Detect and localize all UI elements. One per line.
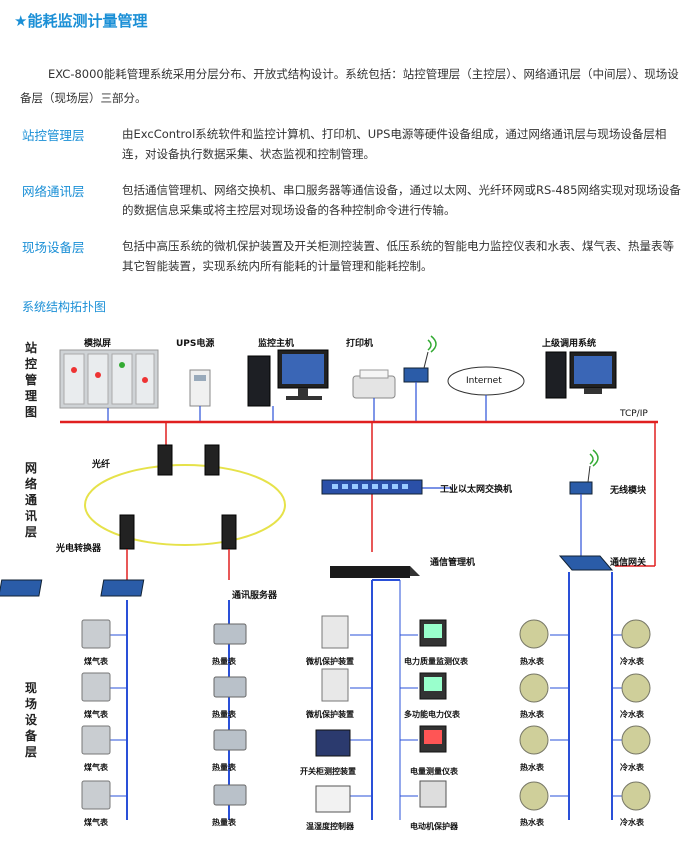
dev-heat-4: 热量表 xyxy=(212,818,236,827)
label-printer: 打印机 xyxy=(346,339,374,349)
station-links xyxy=(107,382,487,422)
label-ups: UPS电源 xyxy=(176,339,215,349)
gas-meters xyxy=(81,619,111,810)
dev-gas-4: 煤气表 xyxy=(84,818,108,827)
hot-water-meters xyxy=(519,619,549,811)
star-icon: ★ xyxy=(14,12,28,30)
label-gateway: 通信网关 xyxy=(610,558,647,568)
dev-gas-3: 煤气表 xyxy=(84,763,108,772)
ethernet-switch-image xyxy=(321,479,423,495)
label-wireless: 无线模块 xyxy=(610,486,647,496)
dev-power-quality: 电力质量监测仪表 xyxy=(404,657,468,666)
cold-water-meters xyxy=(621,619,651,811)
heat-meters xyxy=(213,623,247,806)
layer-name-station: 站控管理层 xyxy=(22,128,85,143)
protection-devices xyxy=(315,615,351,813)
upper-system-image xyxy=(545,351,617,399)
serial-server-right xyxy=(100,579,145,597)
dev-hot-water-4: 热水表 xyxy=(520,818,544,827)
label-comm-manager: 通信管理机 xyxy=(430,558,476,568)
gateway-image xyxy=(558,555,614,571)
sim-screen-image xyxy=(59,349,159,409)
converter-top-left xyxy=(157,444,173,476)
side-label-station: 站控管理图 xyxy=(24,341,37,419)
label-fiber: 光纤 xyxy=(92,460,111,470)
dev-cold-water-3: 冷水表 xyxy=(620,763,644,772)
converter-bottom-left xyxy=(119,514,135,550)
dev-hot-water-2: 热水表 xyxy=(520,710,544,719)
page-title: ★能耗监测计量管理 xyxy=(14,12,148,30)
fiber-ring xyxy=(84,464,286,546)
dev-temp-humidity: 温湿度控制器 xyxy=(306,822,354,831)
dev-multi-meter: 多功能电力仪表 xyxy=(404,710,460,719)
dev-cold-water-4: 冷水表 xyxy=(620,818,644,827)
label-internet: Internet xyxy=(466,376,502,386)
field-buses xyxy=(126,572,613,820)
dev-hot-water-3: 热水表 xyxy=(520,763,544,772)
side-label-field: 现场设备层 xyxy=(24,681,37,759)
dev-cold-water-2: 冷水表 xyxy=(620,710,644,719)
layer-desc-network: 包括通信管理机、网络交换机、串口服务器等通信设备，通过以太网、光纤环网或RS-4… xyxy=(122,183,681,217)
dev-protect-1: 微机保护装置 xyxy=(306,657,354,666)
dev-cold-water-1: 冷水表 xyxy=(620,657,644,666)
monitor-host-image xyxy=(247,349,329,407)
layer-name-network: 网络通讯层 xyxy=(22,184,85,199)
label-upper-system: 上级调用系统 xyxy=(542,339,597,349)
printer-image xyxy=(352,369,396,399)
dev-gas-1: 煤气表 xyxy=(84,657,108,666)
wireless-module-image xyxy=(569,449,599,495)
serial-server-left xyxy=(0,579,43,597)
topology-title: 系统结构拓扑图 xyxy=(22,300,107,314)
dev-gas-2: 煤气表 xyxy=(84,710,108,719)
label-host: 监控主机 xyxy=(258,339,295,349)
layer-name-field: 现场设备层 xyxy=(22,240,85,255)
layer-desc-field: 包括中高压系统的微机保护装置及开关柜测控装置、低压系统的智能电力监控仪表和水表、… xyxy=(122,239,674,273)
dev-motor-protect: 电动机保护器 xyxy=(410,822,458,831)
label-switch: 工业以太网交换机 xyxy=(440,485,513,495)
dev-switchgear: 开关柜测控装置 xyxy=(300,767,356,776)
power-meters xyxy=(419,619,447,808)
comm-manager-image xyxy=(330,566,420,578)
side-label-network: 网络通讯层 xyxy=(24,461,37,539)
intro-paragraph: EXC-8000能耗管理系统采用分层分布、开放式结构设计。系统包括：站控管理层（… xyxy=(20,67,679,105)
ups-image xyxy=(189,369,211,407)
layer-desc-station: 由ExcControl系统软件和监控计算机、打印机、UPS电源等硬件设备组成，通… xyxy=(122,127,667,161)
dev-protect-2: 微机保护装置 xyxy=(306,710,354,719)
converter-top-right xyxy=(204,444,220,476)
label-sim-screen: 模拟屏 xyxy=(84,339,112,349)
label-tcpip: TCP/IP xyxy=(620,409,648,419)
label-converter: 光电转换器 xyxy=(56,544,102,554)
converter-bottom-right xyxy=(221,514,237,550)
label-serial-server: 通讯服务器 xyxy=(232,591,278,601)
dev-heat-2: 热量表 xyxy=(212,710,236,719)
dev-hot-water-1: 热水表 xyxy=(520,657,544,666)
dev-heat-1: 热量表 xyxy=(212,657,236,666)
wireless-device-image xyxy=(403,335,437,383)
dev-energy-meter: 电量测量仪表 xyxy=(410,767,458,776)
dev-heat-3: 热量表 xyxy=(212,763,236,772)
